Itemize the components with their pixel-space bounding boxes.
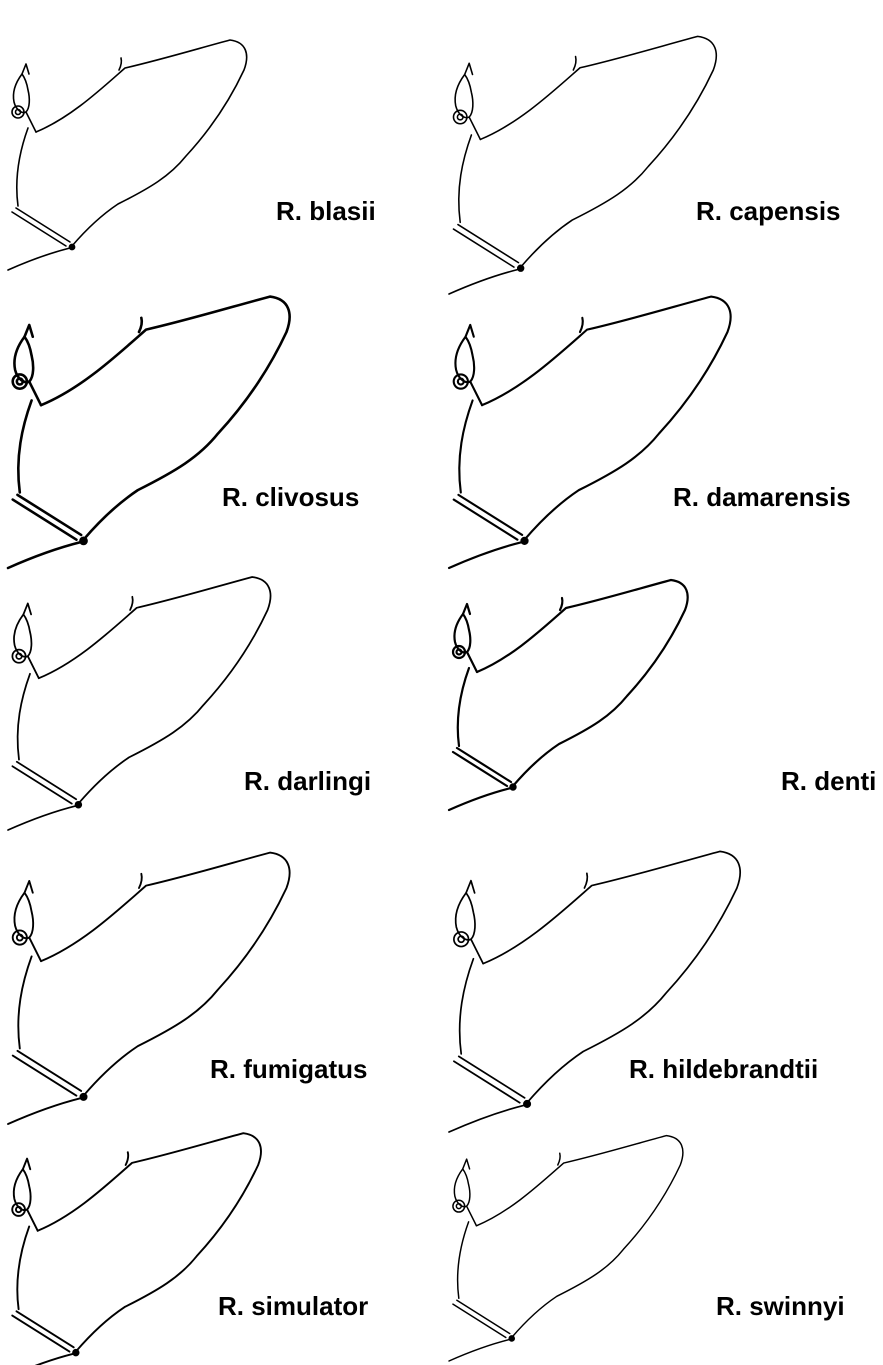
species-label: R. swinnyi [716,1293,845,1319]
species-panel-fumigatus: R. fumigatus [0,818,441,1088]
species-label: R. fumigatus [210,1056,367,1082]
species-panel-blasii: R. blasii [0,0,441,270]
bat-wing-outline-icon [0,818,441,1088]
species-label: R. capensis [696,198,841,224]
bat-wing-outline-icon [441,0,882,270]
bat-wing-outline-icon [441,1095,882,1365]
species-panel-darlingi: R. darlingi [0,540,441,810]
bat-wing-outline-icon [0,262,441,532]
species-panel-simulator: R. simulator [0,1095,441,1365]
species-panel-clivosus: R. clivosus [0,262,441,532]
bat-wing-outline-icon [0,0,441,270]
species-label: R. clivosus [222,484,359,510]
bat-wing-outline-icon [441,818,882,1088]
species-panel-capensis: R. capensis [441,0,882,270]
species-label: R. simulator [218,1293,368,1319]
species-label: R. blasii [276,198,376,224]
species-panel-denti: R. denti [441,540,882,810]
bat-wing-outline-icon [0,1095,441,1365]
species-panel-swinnyi: R. swinnyi [441,1095,882,1365]
species-label: R. hildebrandtii [629,1056,818,1082]
species-panel-hildebrandtii: R. hildebrandtii [441,818,882,1088]
species-label: R. denti [781,768,876,794]
bat-wing-outline-icon [0,540,441,810]
species-label: R. damarensis [673,484,851,510]
species-panel-damarensis: R. damarensis [441,262,882,532]
species-label: R. darlingi [244,768,371,794]
